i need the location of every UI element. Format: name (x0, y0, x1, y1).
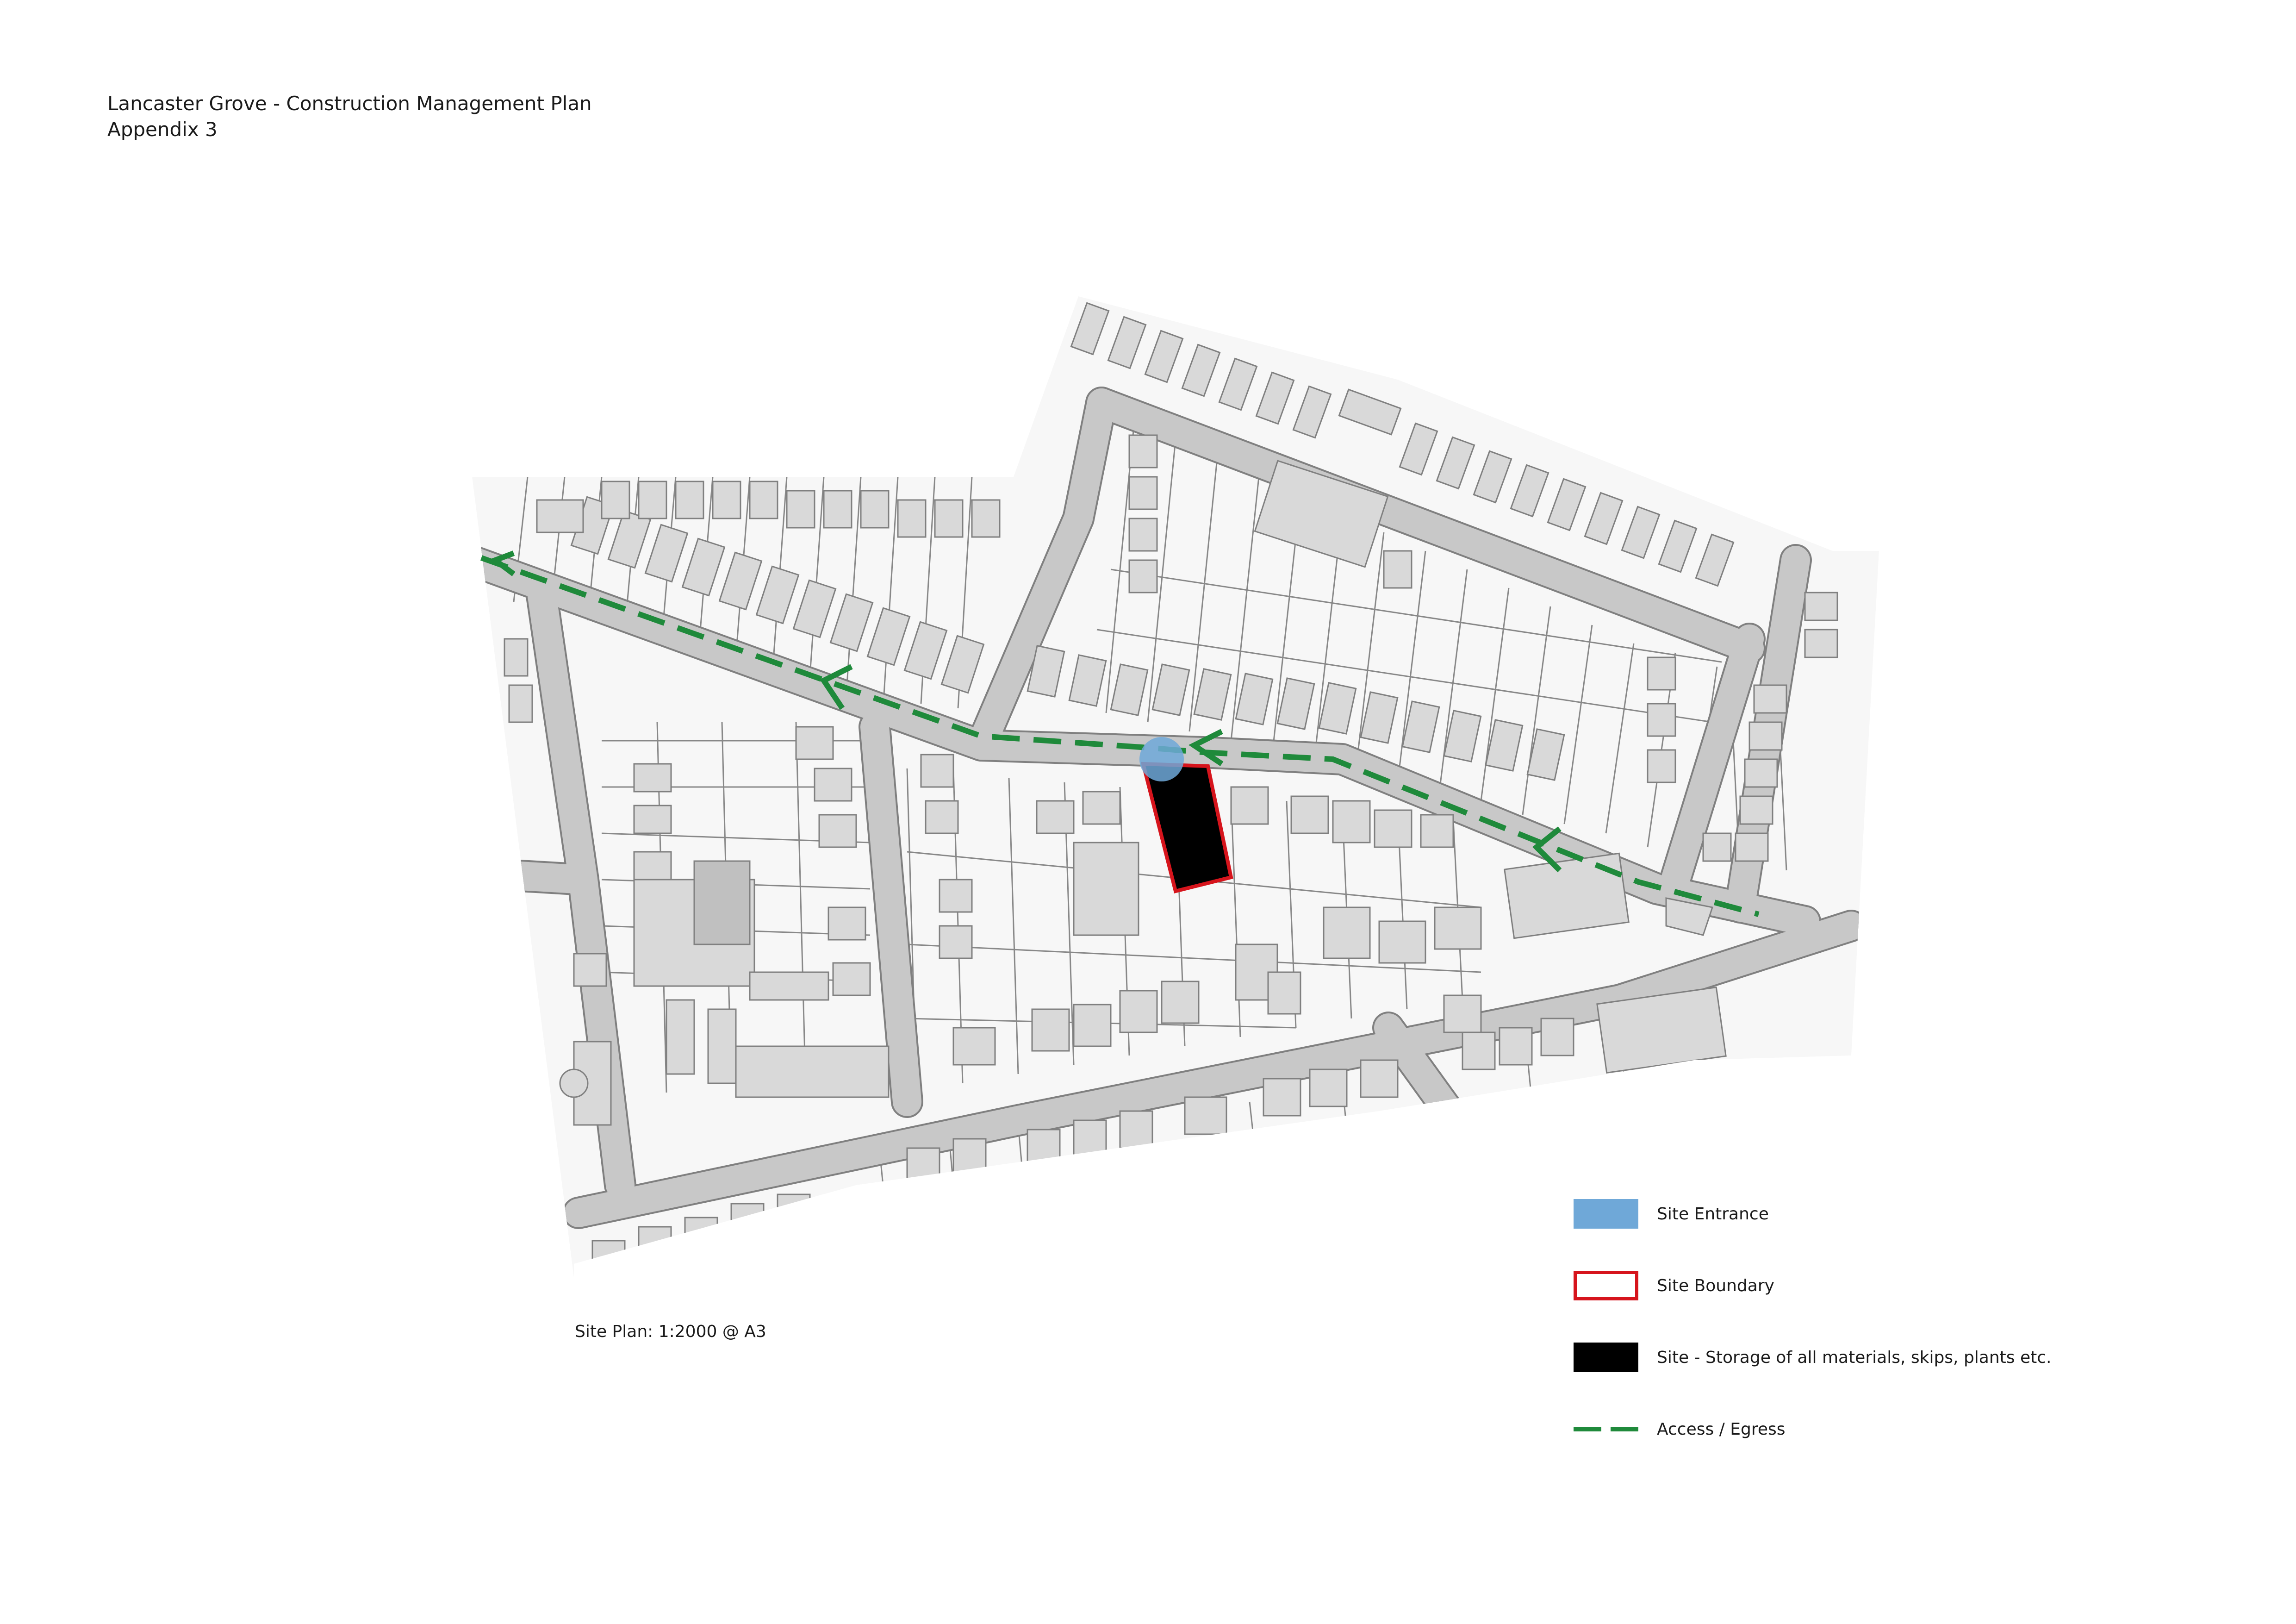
legend-access-egress-label: Access / Egress (1657, 1419, 1786, 1439)
route-arrow-east (1532, 826, 1562, 873)
route-arrow-west (489, 550, 516, 576)
access-egress-swatch (1574, 1414, 1638, 1444)
legend-site-storage-label: Site - Storage of all materials, skips, … (1657, 1348, 2052, 1367)
legend-site-storage: Site - Storage of all materials, skips, … (1574, 1343, 2052, 1372)
legend-site-boundary-label: Site Boundary (1657, 1276, 1774, 1295)
site-storage-swatch (1574, 1343, 1638, 1372)
legend-site-boundary: Site Boundary (1574, 1271, 1774, 1300)
drawing-subtitle: Appendix 3 (107, 118, 218, 141)
route-arrow-mid-west (820, 664, 853, 710)
site-storage-area (1140, 762, 1233, 893)
legend-access-egress: Access / Egress (1574, 1414, 1786, 1444)
scale-note: Site Plan: 1:2000 @ A3 (575, 1322, 766, 1341)
site-entrance-marker (1139, 737, 1184, 781)
drawing-title: Lancaster Grove - Construction Managemen… (107, 92, 592, 115)
buildings (504, 302, 1838, 1269)
site-boundary-swatch (1574, 1271, 1638, 1300)
site-entrance-swatch (1574, 1199, 1638, 1229)
legend-site-entrance-label: Site Entrance (1657, 1204, 1769, 1224)
access-egress-route (480, 550, 1760, 917)
legend-site-entrance: Site Entrance (1574, 1199, 1769, 1229)
road-islands (559, 897, 1713, 1098)
drawing-header: Lancaster Grove - Construction Managemen… (107, 91, 592, 143)
route-arrow-entrance (1188, 729, 1224, 766)
